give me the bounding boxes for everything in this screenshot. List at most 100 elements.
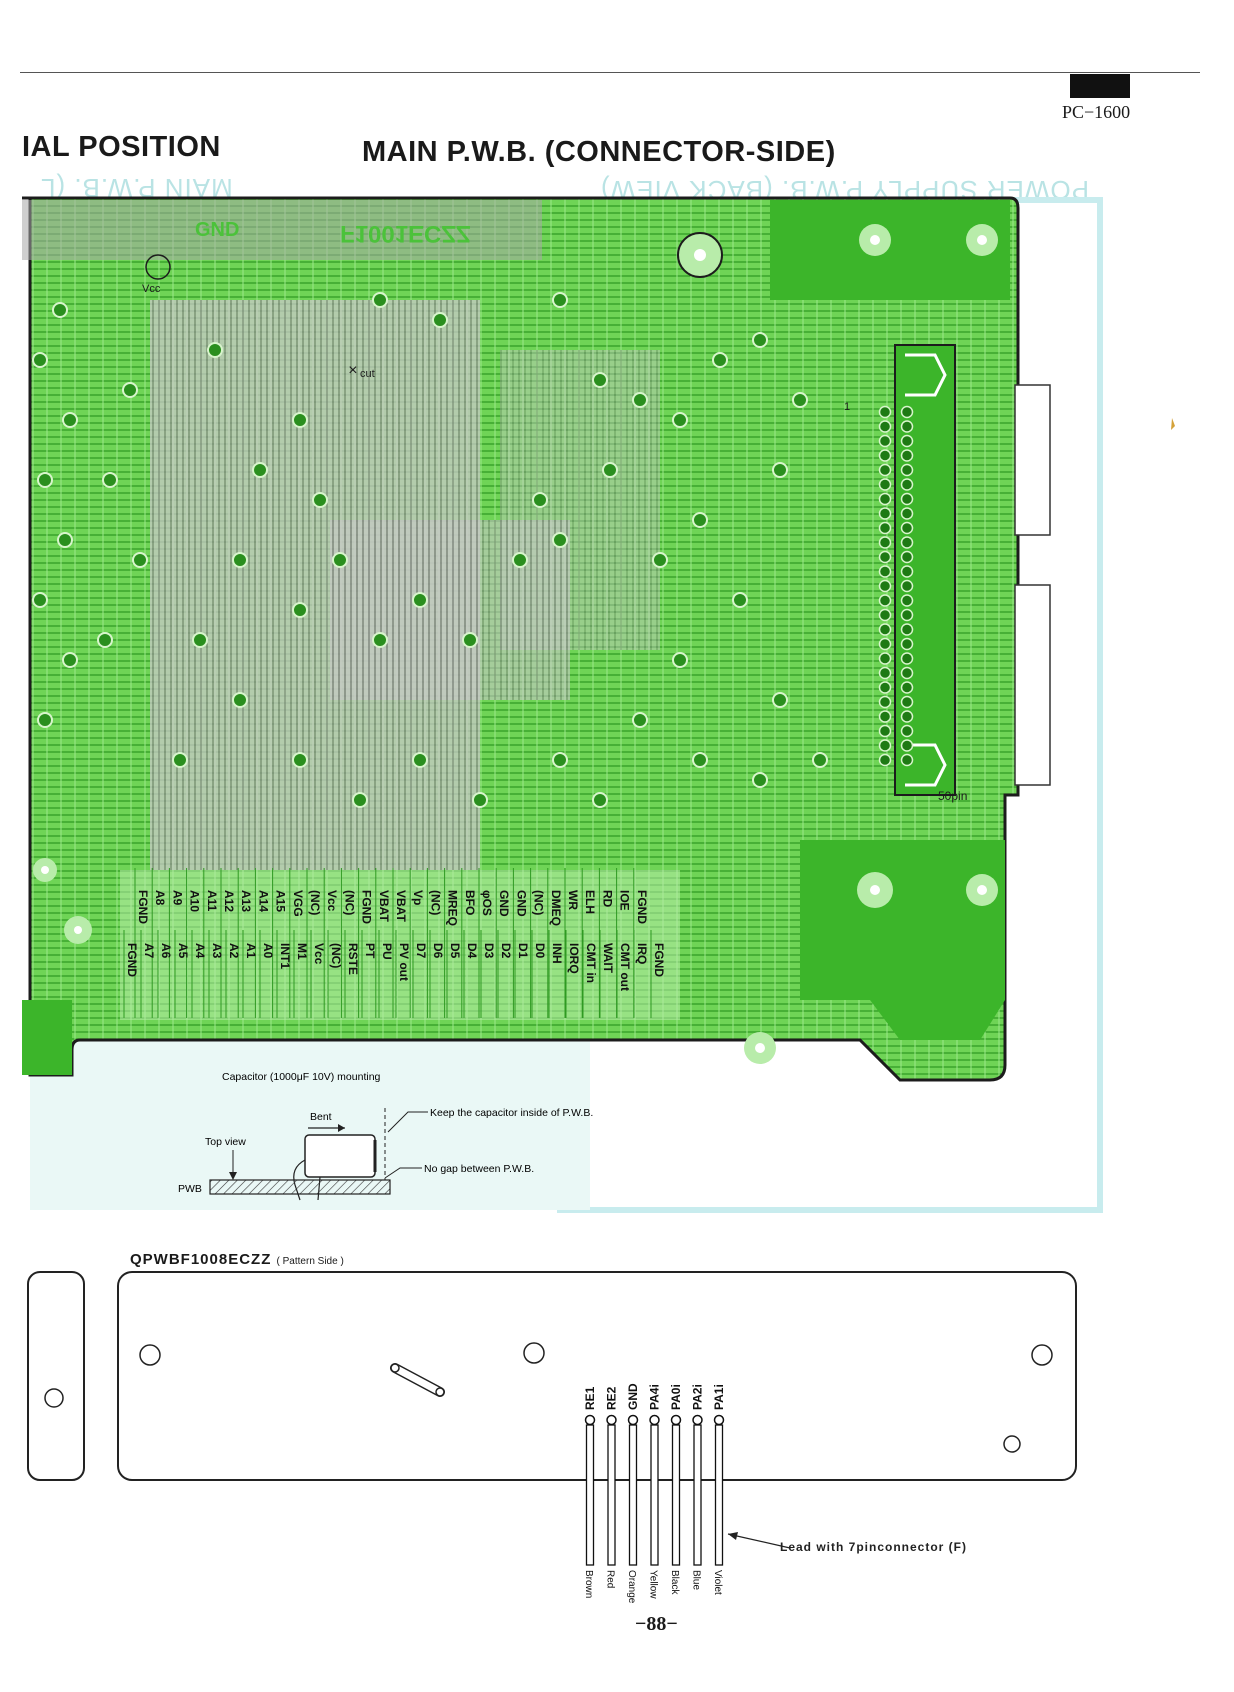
pin-1-label: 1 bbox=[844, 401, 850, 413]
model-number: PC−1600 bbox=[1062, 102, 1131, 122]
connector-pin-label: ELH bbox=[583, 890, 597, 914]
connector-pin bbox=[900, 681, 914, 694]
connector-pin bbox=[878, 536, 892, 549]
connector-pin bbox=[900, 492, 914, 506]
connector-pin-label: A3 bbox=[210, 943, 224, 959]
top-gray-band bbox=[22, 200, 542, 260]
page-number: −88− bbox=[635, 1613, 678, 1635]
lead-wire bbox=[693, 1424, 702, 1566]
connector-pin-label: A12 bbox=[222, 890, 236, 912]
connector-pin-label: (NC) bbox=[532, 890, 546, 915]
connector-pin bbox=[900, 637, 914, 651]
keep-inside-label: Keep the capacitor inside of P.W.B. bbox=[430, 1107, 593, 1119]
vias bbox=[32, 292, 828, 808]
wire-color-label: Violet bbox=[712, 1570, 723, 1595]
ground-plane-bottom-left bbox=[22, 1000, 72, 1075]
connector-pin bbox=[900, 449, 914, 462]
connector-pin bbox=[878, 724, 892, 738]
lead-wire bbox=[671, 1424, 681, 1566]
connector-pin-label: A11 bbox=[205, 890, 219, 912]
ground-plane-bottom-right bbox=[800, 840, 1005, 1040]
connector-pin-label: A0 bbox=[261, 943, 275, 959]
connector-pin bbox=[900, 623, 914, 636]
connector-pin-label: BFO bbox=[463, 890, 477, 915]
gnd-silkscreen: GND bbox=[195, 219, 239, 241]
pattern-solder-pad bbox=[584, 1414, 596, 1426]
connector-pin bbox=[878, 420, 892, 433]
connector-pin-label: D4 bbox=[465, 943, 479, 959]
connector-pin bbox=[878, 492, 892, 506]
connector-pin bbox=[878, 507, 892, 520]
connector-pin-label: A2 bbox=[227, 943, 241, 959]
connector-pin bbox=[900, 579, 914, 593]
capacitor-mounting-note: Capacitor (1000μF 10V) mounting Bent Kee… bbox=[178, 1071, 593, 1201]
left-page-heading: IAL POSITION bbox=[22, 131, 221, 163]
connector-pin bbox=[900, 536, 914, 549]
connector-pin-label: A1 bbox=[244, 943, 258, 959]
connector-pin bbox=[900, 652, 914, 665]
top-view-label: Top view bbox=[205, 1136, 246, 1148]
connector-lead-area bbox=[120, 870, 680, 1020]
pin-50-label: 50pin bbox=[938, 789, 967, 803]
connector-pin-label: RSTE bbox=[346, 943, 360, 975]
connector-pin-label: MREQ bbox=[446, 890, 460, 926]
pattern-solder-pad bbox=[627, 1414, 639, 1426]
connector-pin-label: CMT in bbox=[584, 943, 598, 983]
pattern-wire-group: RE1BrownRE2RedGNDOrangePA4iYellowPA0iBla… bbox=[583, 1383, 726, 1604]
connector-pin bbox=[878, 710, 892, 723]
connector-pin-label: Vcc bbox=[312, 943, 326, 965]
connector-pin-label: D1 bbox=[516, 943, 530, 959]
connector-pin bbox=[878, 594, 892, 607]
connector-pin-label: Vcc bbox=[325, 890, 339, 912]
connector-pin bbox=[900, 666, 914, 680]
connector-pin-label: A15 bbox=[274, 890, 288, 912]
pattern-solder-pad bbox=[692, 1414, 703, 1426]
connector-pin-label: M1 bbox=[295, 943, 309, 960]
pattern-board-holes bbox=[139, 1342, 1053, 1453]
connector-pin-label: DMEQ bbox=[549, 890, 563, 926]
connector-pin-label: GND bbox=[497, 890, 511, 917]
pattern-pad-label: RE1 bbox=[583, 1386, 597, 1410]
connector-pin-label: A7 bbox=[142, 943, 156, 959]
connector-pin-grid bbox=[878, 405, 914, 767]
connector-pin-label: (NC) bbox=[342, 890, 356, 915]
lead-pointer-line bbox=[727, 1533, 791, 1549]
connector-pin-label: INT1 bbox=[278, 943, 292, 969]
connector-pin bbox=[900, 507, 914, 520]
cut-label: cut bbox=[360, 368, 375, 380]
capacitor-body bbox=[304, 1134, 376, 1178]
pattern-pad-label: PA4i bbox=[648, 1384, 662, 1410]
pattern-solder-pad bbox=[713, 1414, 725, 1426]
jumper-link bbox=[390, 1363, 445, 1397]
connector-pin-label: FGND bbox=[125, 943, 139, 977]
wire-color-label: Brown bbox=[583, 1570, 594, 1598]
connector-pin-label: A4 bbox=[193, 943, 207, 959]
connector-pin bbox=[900, 550, 914, 564]
connector-pin bbox=[878, 405, 892, 419]
connector-pin-label: FGND bbox=[360, 890, 374, 924]
lead-connector-label: Lead with 7pinconnector (F) bbox=[780, 1540, 967, 1554]
top-rule bbox=[20, 72, 1200, 73]
connector-pin bbox=[878, 463, 892, 477]
pattern-pad-label: PA0i bbox=[669, 1384, 683, 1410]
connector-pin-label: φOS bbox=[480, 890, 494, 916]
capacitor-note-title: Capacitor (1000μF 10V) mounting bbox=[222, 1071, 381, 1083]
pattern-side-label: ( Pattern Side ) bbox=[276, 1256, 344, 1267]
vcc-test-point bbox=[145, 254, 171, 280]
connector-pin-label: INH bbox=[550, 943, 564, 964]
wire-color-label: Black bbox=[669, 1570, 680, 1595]
connector-pin bbox=[878, 695, 892, 709]
connector-pin-label: D5 bbox=[448, 943, 462, 959]
lead-wire bbox=[585, 1424, 595, 1566]
connector-pin bbox=[900, 739, 914, 752]
pattern-board-outline bbox=[117, 1271, 1077, 1481]
connector-pin bbox=[900, 695, 914, 709]
connector-pin-label: (NC) bbox=[329, 943, 343, 968]
connector-pin bbox=[900, 463, 914, 477]
pattern-board-title: QPWBF1008ECZZ ( Pattern Side ) bbox=[130, 1251, 344, 1268]
connector-pin-label: A8 bbox=[153, 890, 167, 906]
connector-pin-label: IOE bbox=[618, 890, 632, 911]
connector-pin-label: D2 bbox=[499, 943, 513, 959]
connector-pin bbox=[878, 449, 892, 462]
